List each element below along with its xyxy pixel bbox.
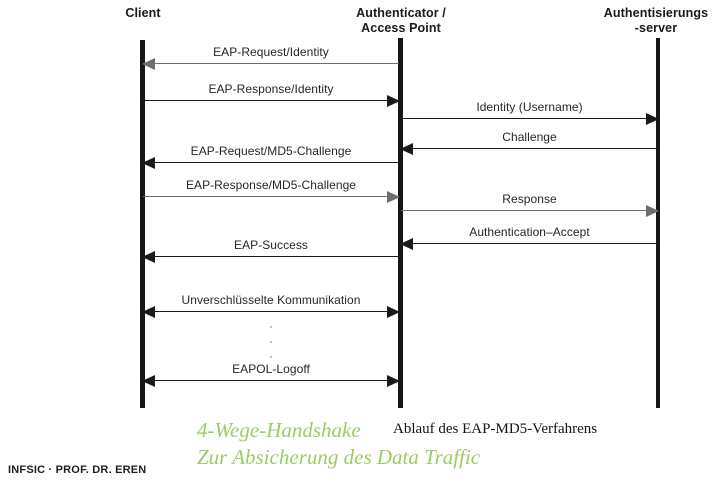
message-line [143, 63, 399, 64]
message-label: EAP-Request/MD5-Challenge [190, 144, 352, 158]
message-line [401, 243, 658, 244]
message-label: Response [502, 192, 557, 206]
arrowhead-left-icon [142, 374, 155, 387]
footer-credit: INFSIC · PROF. DR. EREN [8, 464, 147, 476]
arrowhead-left-icon [142, 156, 155, 169]
lifeline-label-auth-server-line2: -server [634, 21, 678, 35]
message-label: Identity (Username) [476, 100, 583, 114]
ellipsis-dot-3: · [269, 351, 273, 363]
message-line [143, 311, 399, 312]
message-label: EAP-Request/Identity [213, 45, 329, 59]
lifeline-client [140, 40, 145, 408]
arrowhead-left-icon [400, 237, 413, 250]
diagram-title-caption: Ablauf des EAP-MD5-Verfahrens [393, 421, 598, 437]
lifeline-header-authenticator: Authenticator / Access Point [340, 6, 462, 36]
message-line [401, 148, 658, 149]
ellipsis-dot-2: · [269, 336, 273, 348]
arrowhead-right-icon [387, 305, 400, 318]
lifeline-label-client-line1: Client [125, 6, 161, 20]
lifeline-auth-server [656, 38, 660, 408]
lifeline-header-auth-server: Authentisierungs -server [592, 6, 720, 36]
message-label: Unverschlüsselte Kommunikation [181, 293, 361, 307]
message-line [401, 210, 658, 211]
message-line [143, 100, 399, 101]
lifeline-authenticator [398, 38, 403, 408]
vertical-ellipsis: · · · [266, 320, 276, 365]
message-line [143, 256, 399, 257]
message-label: EAP-Success [234, 238, 308, 252]
message-line [143, 196, 399, 197]
caption-green-line1: 4-Wege-Handshake [197, 418, 361, 442]
lifeline-label-authenticator-line1: Authenticator / [356, 6, 446, 20]
lifeline-label-authenticator-line2: Access Point [361, 21, 441, 35]
message-line [143, 162, 399, 163]
arrowhead-right-icon [646, 112, 659, 125]
arrowhead-left-icon [142, 250, 155, 263]
arrowhead-right-icon [387, 374, 400, 387]
arrowhead-left-icon [142, 305, 155, 318]
message-line [143, 380, 399, 381]
message-label: EAPOL-Logoff [232, 362, 310, 376]
message-label: EAP-Response/MD5-Challenge [185, 178, 357, 192]
ellipsis-dot-1: · [269, 321, 273, 333]
message-label: EAP-Response/Identity [208, 82, 334, 96]
message-line [401, 118, 658, 119]
lifeline-header-client: Client [98, 6, 188, 21]
arrowhead-right-icon [387, 94, 400, 107]
arrowhead-left-icon [400, 142, 413, 155]
message-label: Challenge [502, 130, 557, 144]
arrowhead-left-icon [142, 57, 155, 70]
caption-green-line2: Zur Absicherung des Data Traffic [197, 445, 481, 469]
arrowhead-right-icon [387, 190, 400, 203]
lifeline-label-auth-server-line1: Authentisierungs [603, 6, 709, 20]
message-label: Authentication–Accept [469, 225, 590, 239]
arrowhead-right-icon [646, 204, 659, 217]
